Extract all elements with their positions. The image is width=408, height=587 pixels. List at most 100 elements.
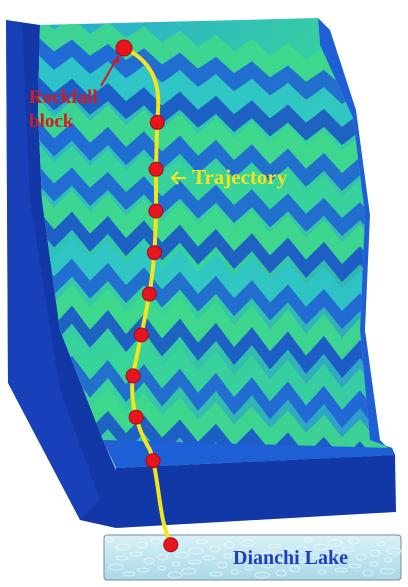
terrain-band-light bbox=[38, 275, 395, 365]
lake-ripple bbox=[348, 563, 362, 569]
lake-ripple bbox=[216, 561, 228, 569]
lake-ripple bbox=[348, 537, 360, 545]
terrain-band-light bbox=[38, 92, 395, 178]
terrain-band-light bbox=[38, 181, 395, 269]
lake-ripple bbox=[386, 547, 402, 555]
trajectory-marker bbox=[128, 409, 144, 425]
lake-ripple bbox=[355, 553, 367, 561]
terrain-band-light bbox=[38, 137, 395, 223]
lake-ripple bbox=[261, 563, 275, 569]
lake-ripple bbox=[247, 555, 263, 563]
lake-ripple bbox=[115, 543, 131, 551]
rockfall-block bbox=[115, 39, 133, 57]
terrain-band-light bbox=[38, 376, 395, 464]
lake-ripple bbox=[171, 561, 181, 567]
trajectory-marker bbox=[145, 453, 161, 469]
lake-ripple bbox=[157, 565, 167, 571]
terrain-band-dark bbox=[38, 114, 395, 196]
trajectory-marker bbox=[148, 203, 164, 219]
lake-ripple bbox=[282, 549, 294, 557]
lake-ripple bbox=[223, 541, 235, 549]
trajectory-marker bbox=[149, 114, 165, 130]
lake-ripple bbox=[174, 551, 190, 559]
trajectory-marker bbox=[148, 161, 164, 177]
lake-ripple bbox=[240, 539, 256, 547]
trajectory-marker bbox=[125, 368, 141, 384]
lake-ripple bbox=[261, 551, 277, 559]
terrain-band-dark bbox=[38, 159, 395, 241]
terrain-contour-bands bbox=[38, 18, 395, 482]
lake-ripple bbox=[237, 549, 247, 555]
rockfall-block-label-line2: block bbox=[29, 111, 74, 132]
lake-ripple bbox=[167, 571, 183, 579]
terrain-band-dark bbox=[38, 297, 395, 383]
lake-ripple bbox=[108, 563, 124, 571]
lake-ripple bbox=[379, 567, 395, 575]
lake-ripple bbox=[188, 547, 204, 555]
lake-ripple bbox=[268, 543, 282, 549]
lake-ripple bbox=[369, 549, 381, 557]
lake-ripple bbox=[202, 555, 216, 561]
dianchi-lake bbox=[103, 534, 402, 581]
cliff-left-face-shade bbox=[6, 20, 100, 520]
lake-ripple bbox=[369, 561, 379, 567]
lake-ripple bbox=[195, 539, 209, 545]
terrain-band-light bbox=[38, 228, 395, 316]
lake-ripple bbox=[230, 569, 240, 575]
lake-ripple bbox=[275, 569, 287, 577]
lake-ripple bbox=[317, 569, 327, 575]
lake-ripple bbox=[341, 547, 355, 553]
lake-ripple bbox=[209, 571, 223, 577]
lake-ripple bbox=[136, 541, 148, 549]
lake-ripple bbox=[105, 537, 115, 543]
trajectory-marker bbox=[163, 537, 179, 553]
trajectory-arrow bbox=[170, 171, 186, 185]
terrain-band-light bbox=[38, 48, 395, 132]
base-front-face bbox=[116, 455, 396, 528]
terrain-band-dark bbox=[38, 203, 395, 287]
lake-ripple bbox=[143, 557, 155, 565]
trajectory-marker bbox=[146, 245, 162, 261]
lake-ripple bbox=[223, 553, 233, 559]
lake-label: Dianchi Lake bbox=[233, 547, 348, 569]
lake-ripple bbox=[376, 541, 386, 547]
lake-ripple bbox=[289, 565, 301, 573]
terrain-band-dark bbox=[38, 347, 395, 433]
lake-ripple bbox=[310, 553, 320, 559]
lake-ripple bbox=[188, 559, 202, 565]
lake-ripple bbox=[150, 537, 162, 545]
lake-ripple bbox=[303, 537, 313, 543]
terrain-band-dark bbox=[38, 70, 395, 150]
lake-ripple bbox=[334, 567, 348, 573]
lake-ripple bbox=[129, 551, 143, 557]
lake-ripple bbox=[327, 539, 343, 547]
lake-ripple bbox=[254, 571, 270, 579]
base-top-edge bbox=[103, 440, 395, 468]
lake-ripple bbox=[122, 571, 136, 577]
trajectory-markers bbox=[125, 114, 179, 553]
lake-ripple bbox=[136, 567, 150, 573]
terrain-band-light bbox=[38, 325, 395, 415]
lake-ripple bbox=[362, 569, 374, 577]
lake-ripple bbox=[275, 559, 289, 565]
terrain-band-light bbox=[38, 18, 395, 91]
rockfall-arrow bbox=[100, 55, 119, 87]
lake-ripple bbox=[209, 545, 221, 553]
lake-ripple bbox=[327, 551, 341, 557]
lake-ripple bbox=[320, 559, 336, 567]
lake-ripple bbox=[313, 543, 329, 551]
lake-ripple bbox=[181, 567, 197, 575]
trajectory-label: Trajectory bbox=[192, 165, 288, 189]
trajectory-marker bbox=[133, 327, 149, 343]
terrain-band-dark bbox=[38, 31, 395, 109]
terrain-band-dark bbox=[38, 250, 395, 334]
lake-ripple bbox=[244, 565, 254, 571]
lake-ripple bbox=[383, 557, 393, 563]
lake-ripple bbox=[157, 553, 169, 561]
lake-ripple bbox=[296, 557, 306, 563]
lake-ripple bbox=[296, 545, 308, 553]
lake-ripples bbox=[105, 537, 402, 579]
rockfall-block-label-line1: Rockfall bbox=[29, 87, 98, 108]
lake-ripple bbox=[115, 555, 129, 561]
